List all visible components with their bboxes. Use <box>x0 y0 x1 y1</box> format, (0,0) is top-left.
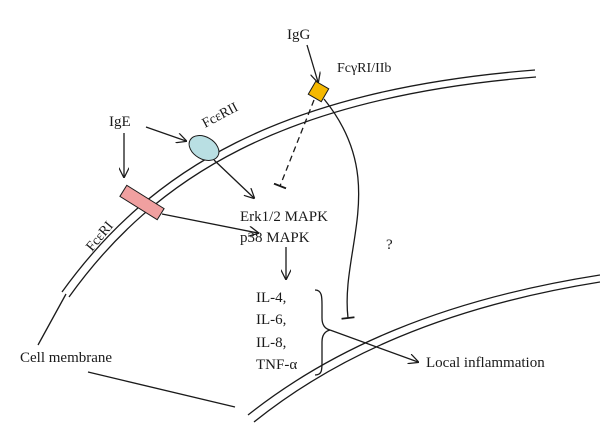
fcer1-label: FcεRI <box>84 219 117 255</box>
fcgr-receptor <box>307 80 330 103</box>
il4-label: IL-4, <box>256 290 286 306</box>
p38-label: p38 MAPK <box>240 230 310 246</box>
membrane-main <box>61 69 537 298</box>
cell-membrane-label: Cell membrane <box>20 350 112 366</box>
local-inflammation-label: Local inflammation <box>426 355 545 371</box>
fcgr-label: FcγRI/IIb <box>337 61 391 76</box>
fcgr-dashed-inhibition <box>273 99 315 190</box>
igg-label: IgG <box>287 27 310 43</box>
fcgr-inhibition-curve <box>323 98 360 320</box>
cell-membrane-pointer-1 <box>37 293 67 346</box>
igg-arrow <box>306 44 318 82</box>
question-mark: ? <box>386 237 393 253</box>
cell-membrane-pointer-2 <box>87 371 236 408</box>
il8-label: IL-8, <box>256 335 286 351</box>
tnf-label: TNF-α <box>256 357 297 373</box>
membrane-lower <box>247 274 600 423</box>
erk-label: Erk1/2 MAPK <box>240 209 328 225</box>
fcer2-receptor <box>188 135 220 161</box>
fcer1-receptor <box>119 184 165 221</box>
fcer2-label: FcεRII <box>200 100 241 131</box>
ige-to-fcer2-arrow <box>145 126 186 141</box>
fcer2-to-erk-arrow <box>213 159 254 198</box>
fcer1-to-mapk-arrow <box>161 213 258 233</box>
cytokines-to-inflammation-arrow <box>329 329 418 362</box>
ige-label: IgE <box>109 114 131 130</box>
il6-label: IL-6, <box>256 312 286 328</box>
